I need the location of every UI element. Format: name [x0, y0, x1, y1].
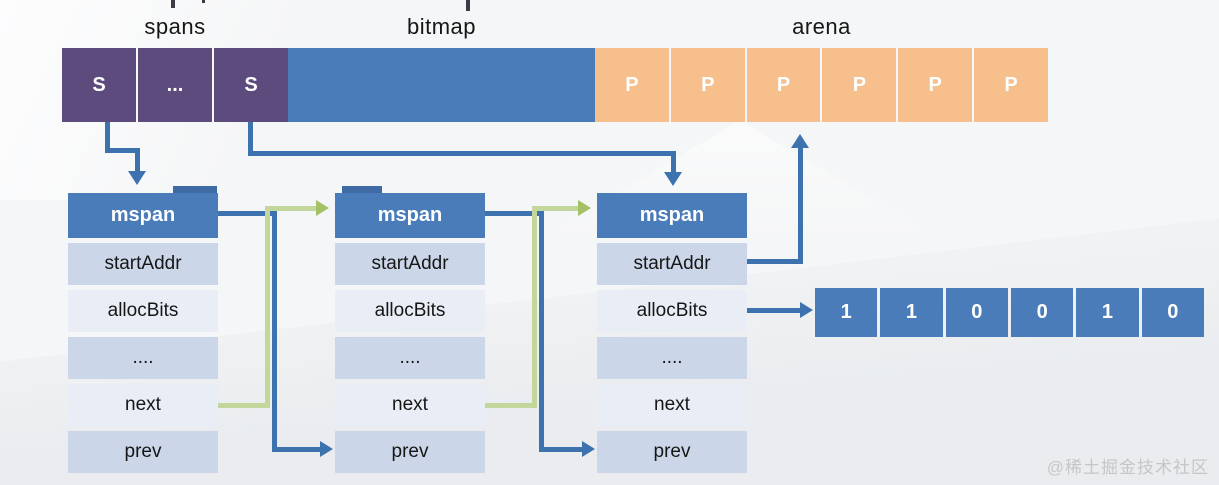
field-prev: prev	[335, 431, 485, 473]
arrowhead-up	[791, 134, 809, 148]
arrowhead-down	[128, 171, 146, 185]
cropped-text-artifact	[202, 0, 205, 3]
arena-page-cell: P	[746, 48, 821, 122]
field-allocbits: allocBits	[597, 290, 747, 332]
mspan-table-2: mspan startAddr allocBits .... next prev	[335, 193, 485, 473]
bit-cell: 0	[945, 288, 1008, 337]
mspan-table-3: mspan startAddr allocBits .... next prev	[597, 193, 747, 473]
mspan-header: mspan	[335, 193, 485, 238]
field-prev: prev	[597, 431, 747, 473]
field-prev: prev	[68, 431, 218, 473]
arena-page-cell: P	[898, 48, 973, 122]
arrowhead-right	[578, 200, 591, 216]
bitmap-label: bitmap	[406, 14, 477, 39]
cropped-text-artifact	[171, 0, 175, 8]
bit-cell: 0	[1141, 288, 1204, 337]
arrowhead-right	[316, 200, 329, 216]
arrowhead-right	[582, 441, 595, 457]
arena-page-cell: P	[670, 48, 745, 122]
field-next: next	[68, 384, 218, 426]
arrowhead-right	[800, 302, 813, 318]
bit-cell: 0	[1010, 288, 1074, 337]
field-next: next	[597, 384, 747, 426]
span-cell-ellipsis: ...	[138, 48, 212, 122]
mspan-header: mspan	[68, 193, 218, 238]
bit-cell: 1	[880, 288, 943, 337]
watermark-text: @稀土掘金技术社区	[1046, 458, 1209, 477]
bit-cell: 1	[815, 288, 878, 337]
arrowhead-down	[664, 172, 682, 186]
cropped-text-artifact	[466, 0, 470, 11]
arrowhead-right	[320, 441, 333, 457]
bitmap-bar	[288, 48, 595, 122]
span-cell: S	[214, 48, 288, 122]
mspan-header: mspan	[597, 193, 747, 238]
field-ellipsis: ....	[597, 337, 747, 379]
field-allocbits: allocBits	[335, 290, 485, 332]
spans-bar: S ... S	[62, 48, 288, 122]
field-startaddr: startAddr	[335, 243, 485, 285]
field-ellipsis: ....	[335, 337, 485, 379]
field-allocbits: allocBits	[68, 290, 218, 332]
field-ellipsis: ....	[68, 337, 218, 379]
arena-bar: P P P P P P	[595, 48, 1048, 122]
field-next: next	[335, 384, 485, 426]
allocbits-bit-array: 1 1 0 0 1 0	[815, 288, 1204, 337]
arena-page-cell: P	[822, 48, 897, 122]
field-startaddr: startAddr	[68, 243, 218, 285]
bit-cell: 1	[1076, 288, 1139, 337]
span-cell: S	[62, 48, 136, 122]
field-startaddr: startAddr	[597, 243, 747, 285]
spans-label: spans	[144, 14, 206, 39]
mspan-table-1: mspan startAddr allocBits .... next prev	[68, 193, 218, 473]
arena-page-cell: P	[595, 48, 669, 122]
arena-page-cell: P	[974, 48, 1048, 122]
arena-label: arena	[792, 14, 851, 39]
